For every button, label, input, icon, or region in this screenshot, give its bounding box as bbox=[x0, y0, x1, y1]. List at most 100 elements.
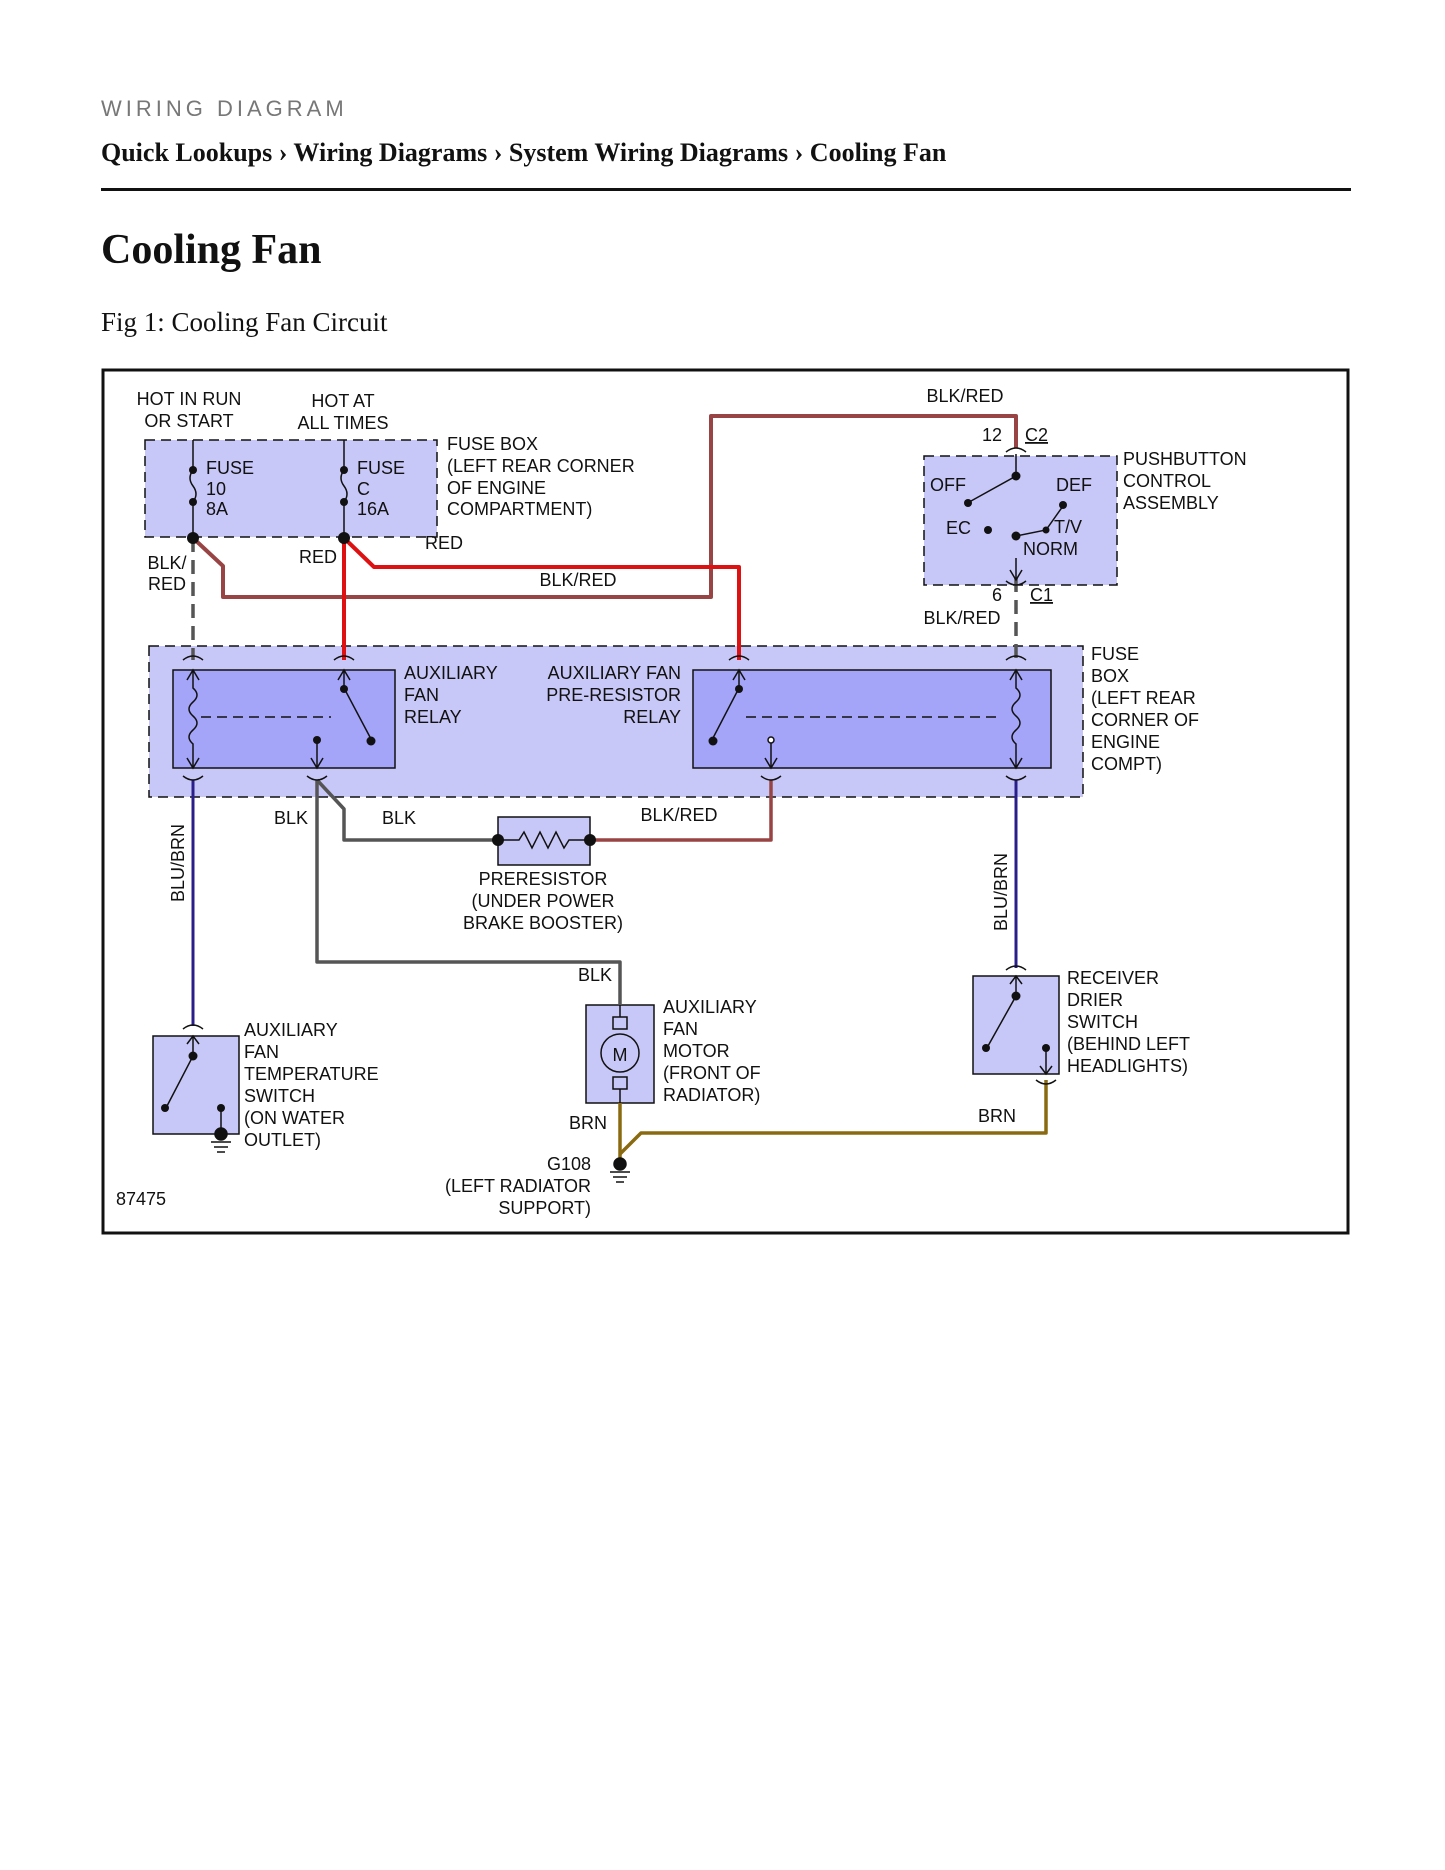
fuse-box-mid-line-5: ENGINE bbox=[1091, 732, 1160, 752]
pushbutton-label-3: ASSEMBLY bbox=[1123, 493, 1219, 513]
fuse-box-top-line-2: (LEFT REAR CORNER bbox=[447, 456, 635, 476]
motor-box bbox=[585, 1004, 655, 1104]
figure-caption: Fig 1: Cooling Fan Circuit bbox=[101, 307, 388, 337]
wire-label-red-left: RED bbox=[299, 547, 337, 567]
wire-label-brn-left: BRN bbox=[569, 1113, 607, 1133]
wire-label-blu-brn-right: BLU/BRN bbox=[991, 853, 1011, 931]
fuse-c-name: FUSE bbox=[357, 458, 405, 478]
pre-resistor-relay-label-2: PRE-RESISTOR bbox=[546, 685, 681, 705]
motor-label-3: MOTOR bbox=[663, 1041, 730, 1061]
motor-label-2: FAN bbox=[663, 1019, 698, 1039]
fuse-box-top-line-3: OF ENGINE bbox=[447, 478, 546, 498]
ground-id: G108 bbox=[547, 1154, 591, 1174]
wire-label-red-under: RED bbox=[148, 574, 186, 594]
wire-label-blk-2: BLK bbox=[382, 808, 416, 828]
resistor-terminal-right bbox=[584, 834, 596, 846]
pushbutton-off: OFF bbox=[930, 475, 966, 495]
pushbutton-def: DEF bbox=[1056, 475, 1092, 495]
wire-label-blk-red-mid: BLK/RED bbox=[539, 570, 616, 590]
ground-location-1: (LEFT RADIATOR bbox=[445, 1176, 591, 1196]
pushbutton-label-2: CONTROL bbox=[1123, 471, 1211, 491]
wire-blk-to-motor bbox=[315, 780, 622, 1005]
preresistor-label-2: (UNDER POWER bbox=[472, 891, 615, 911]
fuse-10-name: FUSE bbox=[206, 458, 254, 478]
aux-fan-relay-label-1: AUXILIARY bbox=[404, 663, 498, 683]
label-hot-run-2: OR START bbox=[144, 411, 233, 431]
receiver-drier-label-2: DRIER bbox=[1067, 990, 1123, 1010]
ground-location-2: SUPPORT) bbox=[498, 1198, 591, 1218]
preresistor-box bbox=[497, 816, 591, 866]
receiver-drier-label-3: SWITCH bbox=[1067, 1012, 1138, 1032]
temp-switch-label-2: FAN bbox=[244, 1042, 279, 1062]
connector-caps bbox=[182, 447, 1057, 1085]
breadcrumb[interactable]: Quick Lookups › Wiring Diagrams › System… bbox=[101, 138, 947, 167]
header-divider bbox=[101, 188, 1351, 191]
label-hot-all-2: ALL TIMES bbox=[297, 413, 388, 433]
ground-icon-g108 bbox=[610, 1157, 630, 1183]
diagram-labels: HOT IN RUN OR START HOT AT ALL TIMES FUS… bbox=[116, 386, 1247, 1218]
aux-fan-relay-label-2: FAN bbox=[404, 685, 439, 705]
wiring-diagram: M HOT IN RUN OR START HOT AT ALL TIMES F… bbox=[101, 368, 1350, 1235]
fuse-box-mid-line-3: (LEFT REAR bbox=[1091, 688, 1196, 708]
fuse-box-mid-line-2: BOX bbox=[1091, 666, 1129, 686]
pushbutton-conn-bottom: C1 bbox=[1030, 585, 1053, 605]
temperature-switch-box bbox=[152, 1035, 240, 1135]
temp-switch-label-5: (ON WATER bbox=[244, 1108, 345, 1128]
receiver-drier-label-5: HEADLIGHTS) bbox=[1067, 1056, 1188, 1076]
fuse-10-rating: 8A bbox=[206, 499, 228, 519]
resistor-symbol bbox=[498, 830, 590, 850]
receiver-drier-label-4: (BEHIND LEFT bbox=[1067, 1034, 1190, 1054]
wire-brn-receiver bbox=[618, 1080, 1048, 1156]
motor-label-4: (FRONT OF bbox=[663, 1063, 761, 1083]
pushbutton-control-assembly bbox=[923, 455, 1118, 586]
wire-label-blk-red-pre: BLK/RED bbox=[640, 805, 717, 825]
preresistor-label-3: BRAKE BOOSTER) bbox=[463, 913, 623, 933]
switch-contacts bbox=[161, 471, 1067, 1112]
motor-symbol bbox=[600, 1005, 640, 1103]
label-hot-all-1: HOT AT bbox=[311, 391, 374, 411]
motor-symbol-label: M bbox=[613, 1045, 628, 1065]
pushbutton-conn-top: C2 bbox=[1025, 425, 1048, 445]
temp-switch-label-1: AUXILIARY bbox=[244, 1020, 338, 1040]
ground-icon-temp-switch bbox=[211, 1127, 231, 1153]
wire-label-blk-3: BLK bbox=[578, 965, 612, 985]
motor-label-1: AUXILIARY bbox=[663, 997, 757, 1017]
temp-switch-label-6: OUTLET) bbox=[244, 1130, 321, 1150]
wire-blk-to-preresistor bbox=[315, 778, 498, 842]
fuse-10-number: 10 bbox=[206, 479, 226, 499]
aux-fan-relay-label-3: RELAY bbox=[404, 707, 462, 727]
pre-resistor-relay-box bbox=[692, 669, 1052, 769]
label-hot-run-1: HOT IN RUN bbox=[137, 389, 242, 409]
pushbutton-pin-bottom: 6 bbox=[992, 585, 1002, 605]
fuse-c-rating: 16A bbox=[357, 499, 389, 519]
aux-fan-relay-box bbox=[172, 669, 396, 769]
fuse-junction-dots bbox=[187, 466, 350, 544]
fuse-c-number: C bbox=[357, 479, 370, 499]
pre-resistor-relay-label-3: RELAY bbox=[623, 707, 681, 727]
pushbutton-pin-top: 12 bbox=[982, 425, 1002, 445]
resistor-terminal-left bbox=[492, 834, 504, 846]
receiver-drier-label-1: RECEIVER bbox=[1067, 968, 1159, 988]
wire-label-blk-red-c1: BLK/RED bbox=[923, 608, 1000, 628]
fuse-box-mid-line-6: COMPT) bbox=[1091, 754, 1162, 774]
pushbutton-label-1: PUSHBUTTON bbox=[1123, 449, 1247, 469]
wire-label-blk-1: BLK bbox=[274, 808, 308, 828]
temp-switch-label-3: TEMPERATURE bbox=[244, 1064, 379, 1084]
fuse-box-mid-line-1: FUSE bbox=[1091, 644, 1139, 664]
fuse-box-top bbox=[144, 439, 438, 538]
fuse-box-top-line-1: FUSE BOX bbox=[447, 434, 538, 454]
pushbutton-ec: EC bbox=[946, 518, 971, 538]
wires bbox=[191, 414, 1048, 1164]
wire-blk-red-loop bbox=[191, 414, 1018, 599]
wire-red-preresistor-relay bbox=[342, 536, 741, 660]
section-kicker: WIRING DIAGRAM bbox=[101, 96, 348, 121]
pre-resistor-relay-open-contact bbox=[767, 736, 775, 744]
wire-label-blk-red-top: BLK/RED bbox=[926, 386, 1003, 406]
pushbutton-norm: NORM bbox=[1023, 539, 1078, 559]
wire-label-red-right: RED bbox=[425, 533, 463, 553]
wire-blk-red-preresistor bbox=[590, 780, 773, 842]
motor-label-5: RADIATOR) bbox=[663, 1085, 760, 1105]
temp-switch-label-4: SWITCH bbox=[244, 1086, 315, 1106]
pre-resistor-relay-label-1: AUXILIARY FAN bbox=[548, 663, 681, 683]
figure-id: 87475 bbox=[116, 1189, 166, 1209]
